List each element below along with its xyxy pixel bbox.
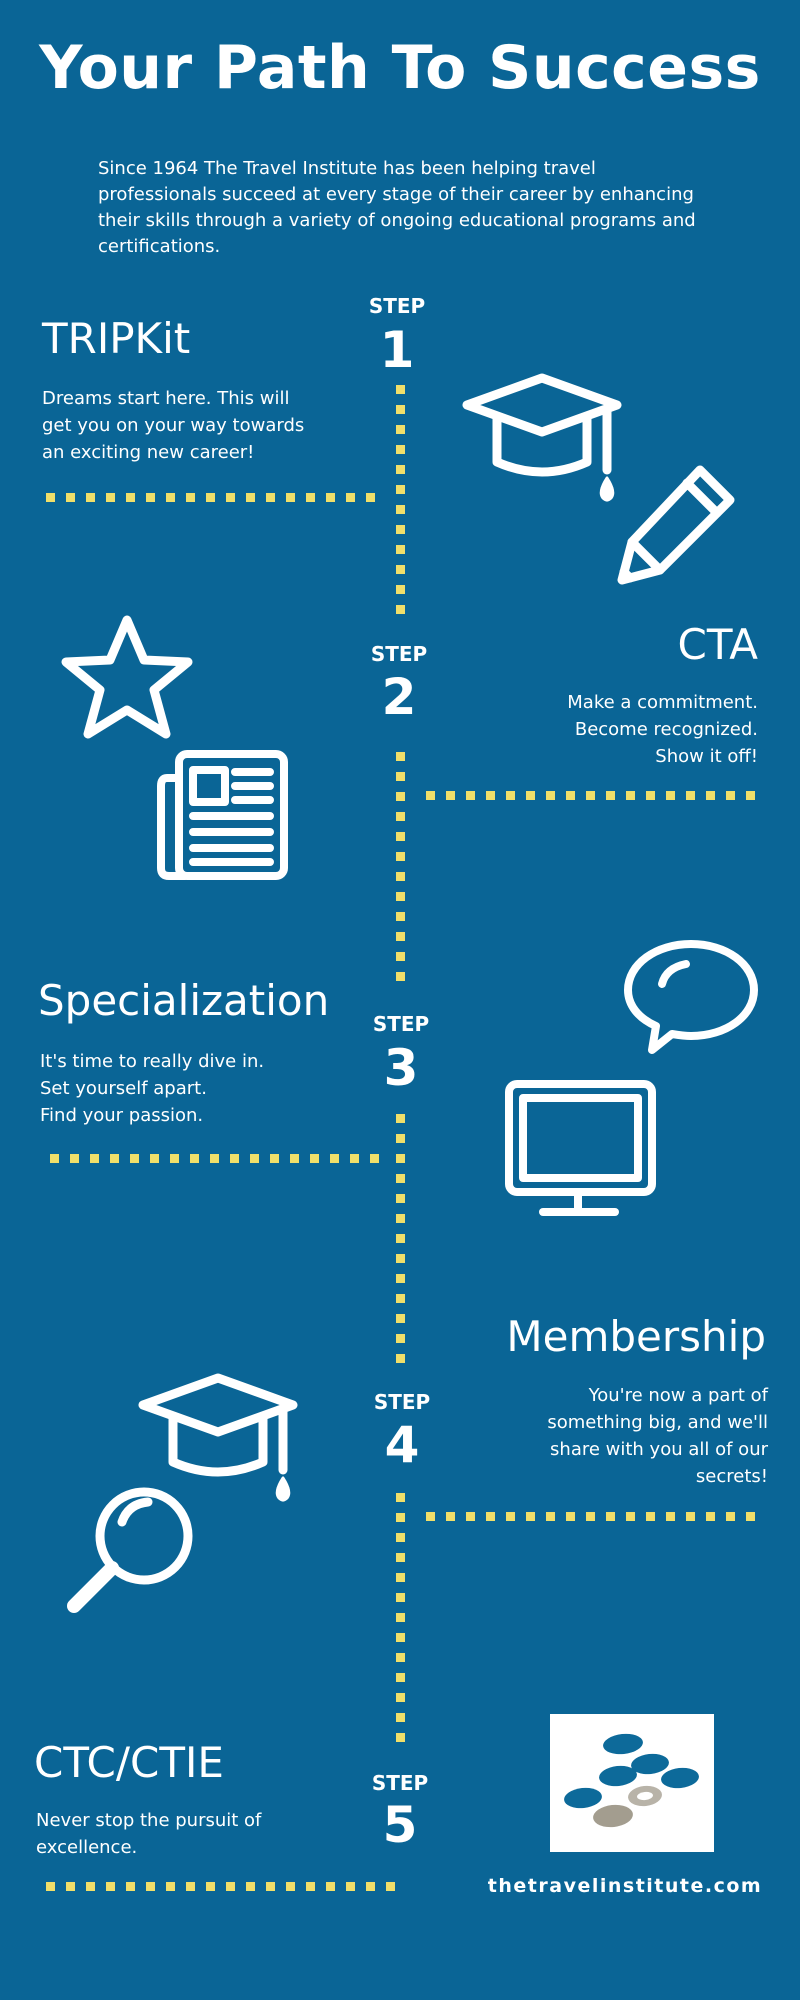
step-4-number: 4: [384, 1416, 420, 1474]
description-line: Become recognized.: [574, 719, 758, 740]
description-line: get you on your way towards: [42, 415, 305, 436]
step-5-heading: CTC/CTIE: [34, 1738, 224, 1787]
step-2-description: Make a commitment. Become recognized. Sh…: [440, 689, 758, 770]
connector-step-4: [426, 1512, 756, 1521]
step-5-description: Never stop the pursuit of excellence.: [36, 1807, 356, 1861]
page-title: Your Path To Success: [39, 33, 761, 103]
timeline-segment-2: [396, 752, 405, 990]
step-3-label: STEP: [372, 1012, 430, 1036]
magnifying-glass-icon: [60, 1482, 200, 1622]
connector-step-5: [46, 1882, 396, 1891]
description-line: Find your passion.: [40, 1105, 204, 1126]
newspaper-icon: [155, 748, 290, 883]
step-4-label: STEP: [373, 1390, 431, 1414]
description-line: Dreams start here. This will: [42, 388, 290, 409]
step-3-heading: Specialization: [38, 976, 330, 1025]
description-line: something big, and we'll: [547, 1412, 768, 1433]
timeline-segment-1: [396, 385, 405, 615]
logo-mark: [564, 1733, 699, 1809]
connector-step-1: [46, 493, 376, 502]
pencil-icon: [612, 460, 742, 590]
star-icon: [60, 612, 195, 744]
step-4-heading: Membership: [506, 1312, 766, 1361]
description-line: excellence.: [36, 1837, 138, 1858]
travel-institute-logo: [550, 1714, 714, 1852]
description-line: Make a commitment.: [567, 692, 758, 713]
description-line: secrets!: [695, 1466, 768, 1487]
description-line: It's time to really dive in.: [40, 1051, 265, 1072]
step-5-label: STEP: [371, 1771, 429, 1795]
connector-step-2: [426, 791, 756, 800]
description-line: Set yourself apart.: [40, 1078, 207, 1099]
step-3-number: 3: [383, 1039, 419, 1097]
description-line: Never stop the pursuit of: [36, 1810, 262, 1831]
description-line: an exciting new career!: [42, 442, 255, 463]
step-1-number: 1: [379, 321, 415, 379]
step-4-description: You're now a part of something big, and …: [446, 1382, 768, 1490]
monitor-icon: [503, 1078, 658, 1220]
description-line: share with you all of our: [550, 1439, 768, 1460]
step-1-label: STEP: [368, 294, 426, 318]
step-2-number: 2: [381, 668, 417, 726]
step-1-heading: TRIPKit: [42, 314, 191, 363]
intro-text: Since 1964 The Travel Institute has been…: [98, 158, 696, 257]
website-url[interactable]: thetravelinstitute.com: [487, 1875, 763, 1897]
graduation-cap-icon: [138, 1370, 298, 1505]
step-5-number: 5: [382, 1796, 418, 1854]
step-3-description: It's time to really dive in. Set yoursel…: [40, 1048, 360, 1129]
speech-bubble-icon: [622, 938, 760, 1056]
graduation-cap-icon: [462, 370, 622, 505]
step-2-heading: CTA: [677, 620, 758, 669]
step-1-description: Dreams start here. This will get you on …: [42, 385, 362, 466]
step-2-label: STEP: [370, 642, 428, 666]
connector-step-3: [50, 1154, 380, 1163]
description-line: Show it off!: [655, 746, 758, 767]
timeline-segment-4: [396, 1493, 405, 1745]
description-line: You're now a part of: [588, 1385, 768, 1406]
timeline-segment-3: [396, 1114, 405, 1372]
